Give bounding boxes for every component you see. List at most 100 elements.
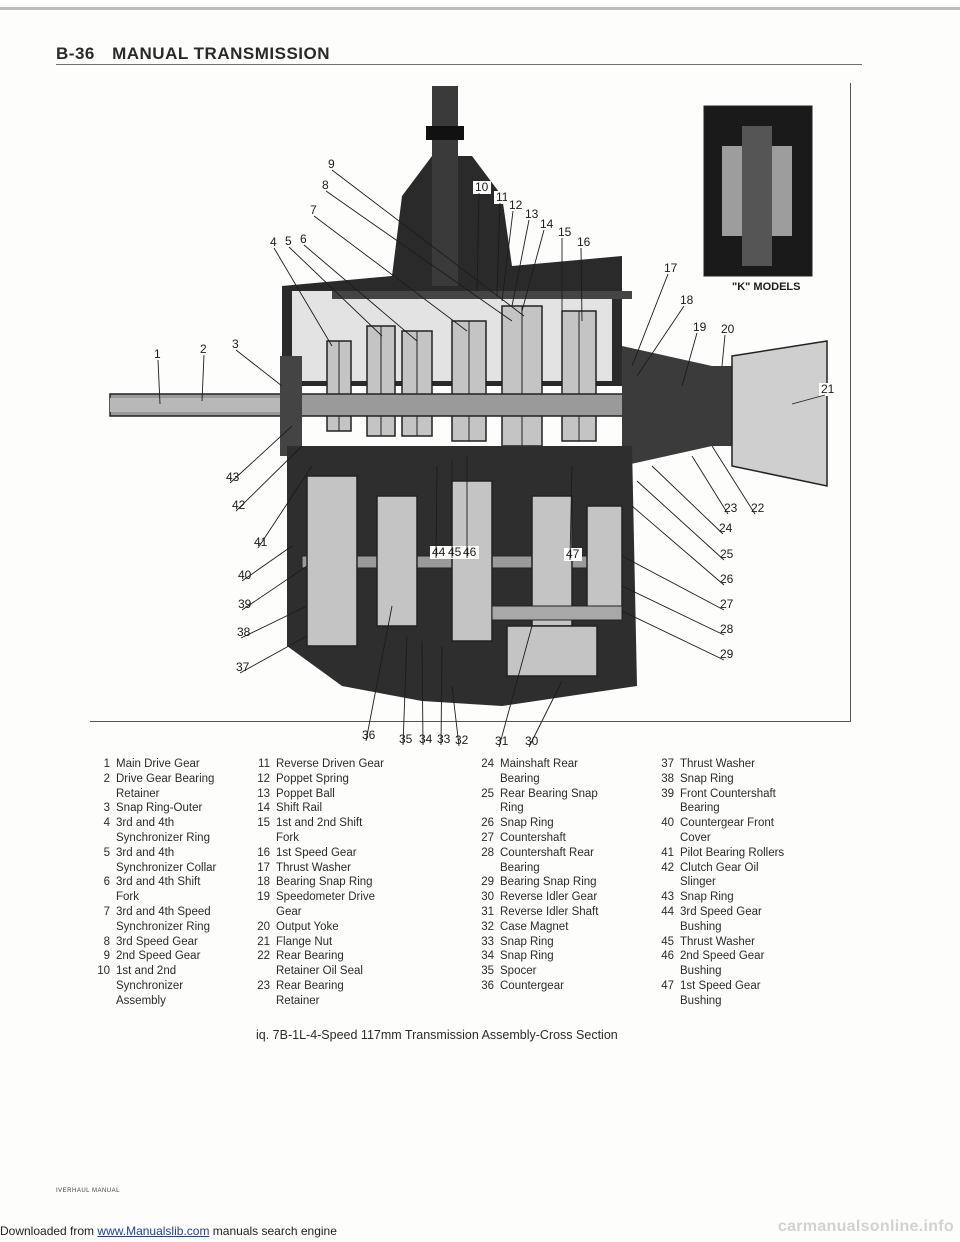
callout-leader-10 [476, 192, 480, 292]
legend-item-label: Poppet Spring [276, 772, 349, 785]
legend-item-number: 23 [257, 979, 270, 992]
legend-item-number: 21 [257, 935, 270, 948]
legend-item-number: 30 [481, 891, 494, 904]
legend-item-number: 13 [257, 787, 270, 800]
callout-leader-21 [791, 394, 826, 405]
callout-40: 40 [238, 568, 252, 582]
callout-leader-19 [681, 332, 698, 387]
legend-item-number: 28 [481, 846, 494, 859]
legend-item-number: 34 [481, 950, 494, 963]
legend-item-label: Rear Bearing Snap Ring [500, 787, 598, 815]
callout-29: 29 [720, 647, 734, 661]
reverse-idler-shaft-shape [491, 605, 623, 621]
legend-item-number: 47 [661, 979, 674, 992]
legend-item-number: 43 [661, 891, 674, 904]
callout-19: 19 [693, 320, 707, 334]
callout-leader-7 [313, 215, 468, 332]
legend-item: 21 Flange Nut [248, 935, 384, 950]
callout-42: 42 [232, 498, 246, 512]
legend-item-label: Drive Gear Bearing Retainer [116, 772, 215, 800]
legend-item-number: 45 [661, 935, 674, 948]
legend-item-label: Case Magnet [500, 920, 569, 933]
callout-leader-9 [331, 169, 525, 317]
callout-label-bg [691, 321, 709, 334]
callout-label-bg [575, 236, 593, 249]
countergear-cluster [306, 475, 623, 647]
legend-item-number: 22 [257, 950, 270, 963]
legend-item-label: Flange Nut [276, 935, 333, 948]
callout-25: 25 [720, 547, 734, 561]
callout-45: 45 [448, 545, 462, 559]
legend-item-number: 27 [481, 831, 494, 844]
callout-44: 44 [432, 545, 446, 559]
callout-37: 37 [236, 660, 250, 674]
callout-46: 46 [463, 545, 477, 559]
callout-47: 47 [566, 547, 580, 561]
callout-leader-47 [569, 465, 573, 561]
legend-item-label: Mainshaft Rear Bearing [500, 758, 578, 785]
legend-item-number: 26 [481, 817, 494, 830]
callout-label-bg [507, 199, 525, 212]
callout-8: 8 [322, 178, 329, 192]
legend-item-label: Clutch Gear Oil Slinger [680, 861, 759, 889]
callout-label-bg [461, 546, 479, 559]
legend-item-number: 38 [661, 772, 674, 785]
callout-leader-6 [303, 244, 418, 342]
callout-9: 9 [328, 157, 335, 171]
callout-31: 31 [495, 734, 509, 748]
reverse-idler-gear-shape [506, 625, 598, 677]
callout-20: 20 [721, 322, 735, 336]
page-number: B-36 [56, 44, 95, 63]
callout-label-bg [719, 323, 737, 336]
legend-item-label: Poppet Ball [276, 787, 335, 800]
k-models-inset-shaft [742, 126, 772, 266]
callout-leader-12 [501, 210, 514, 302]
legend-item-label: 3rd and 4th Speed Synchronizer Ring [116, 905, 211, 933]
download-line: Downloaded from www.Manualslib.com manua… [0, 1224, 337, 1238]
legend-item-label: Spocer [500, 965, 537, 978]
legend-item-label: Reverse Driven Gear [276, 758, 385, 770]
legend-item-label: 3rd and 4th Synchronizer Collar [116, 846, 217, 874]
legend-item-label: Reverse Idler Shaft [500, 905, 599, 918]
callout-label-bg [662, 262, 680, 275]
legend-item-number: 12 [257, 772, 270, 785]
legend-item-number: 46 [661, 950, 674, 963]
callout-label-bg [718, 573, 736, 586]
legend-item-number: 5 [103, 846, 110, 859]
legend-item-number: 17 [257, 861, 270, 874]
manualslib-link[interactable]: www.Manualslib.com [97, 1224, 210, 1238]
callout-leader-8 [325, 190, 513, 322]
callout-label-bg [198, 343, 209, 356]
legend-item-label: 1st Speed Gear Bushing [680, 979, 761, 1007]
legend-item-label: Pilot Bearing Rollers [680, 846, 785, 859]
legend-item-number: 8 [103, 935, 110, 948]
callout-label-bg [235, 626, 253, 639]
callout-7: 7 [310, 203, 317, 217]
callout-label-bg [308, 204, 319, 217]
callout-32: 32 [455, 733, 469, 747]
callout-leader-36 [365, 605, 393, 742]
legend-item: 13 Poppet Ball [248, 787, 384, 802]
page-header: B-36 MANUAL TRANSMISSION [56, 44, 330, 64]
callout-label-bg [473, 181, 491, 194]
callout-leader-40 [241, 545, 293, 582]
callout-leader-5 [288, 246, 383, 337]
callout-label-bg [230, 338, 241, 351]
callout-leader-27 [621, 555, 725, 611]
front-bearing-retainer [280, 356, 302, 456]
